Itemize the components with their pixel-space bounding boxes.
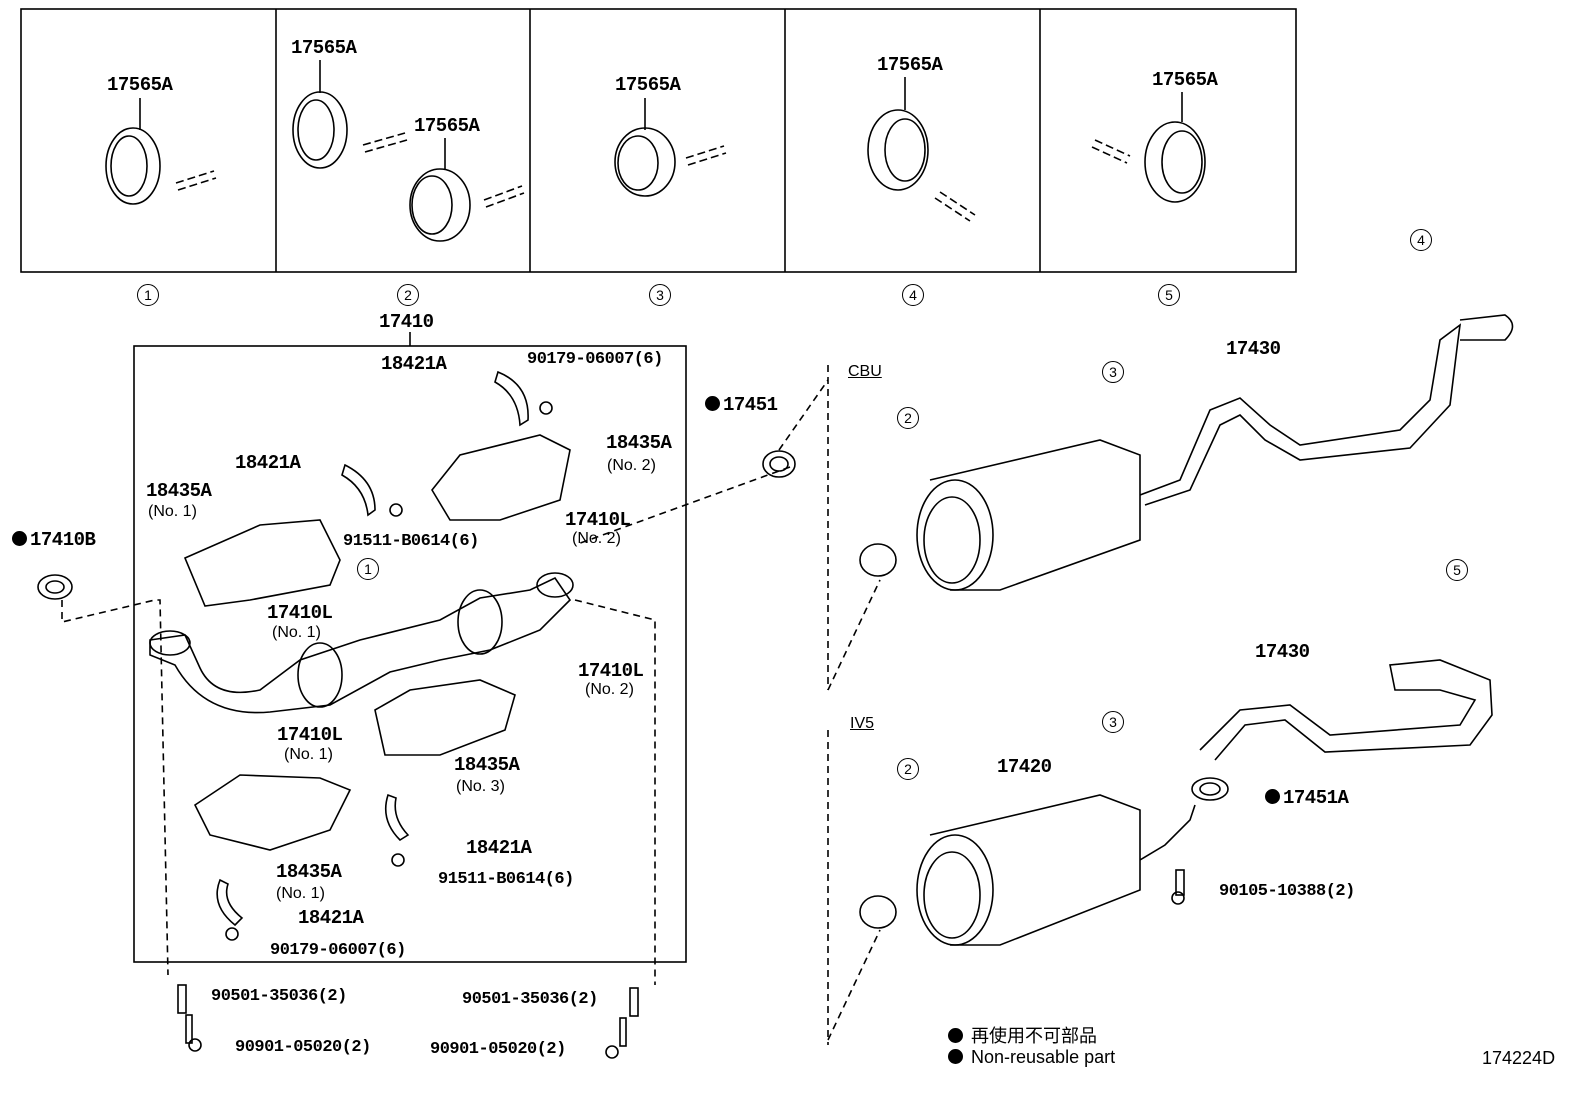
hanger-ref: 3 (1102, 711, 1124, 733)
part-number-label: 90179-06007(6) (527, 350, 663, 369)
variant-label-iv5: IV5 (850, 715, 875, 732)
part-number: 17410B (30, 529, 96, 551)
part-sub-label: (No. 1) (272, 624, 321, 641)
non-reusable-dot-icon (705, 396, 720, 411)
non-reusable-dot-icon (1265, 789, 1280, 804)
hanger-ref: 1 (357, 558, 379, 580)
part-number-label: 17410L (578, 660, 644, 682)
part-number-label: 18421A (381, 353, 447, 375)
part-number-label: 18421A (466, 837, 532, 859)
part-number-label: 17410L (565, 509, 631, 531)
part-number-label: 91511-B0614(6) (343, 532, 479, 551)
muffler-icon (859, 439, 1141, 946)
part-number-label: 91511-B0614(6) (438, 870, 574, 889)
panel-index-1: 1 (137, 284, 159, 306)
hanger-ref: 3 (1102, 361, 1124, 383)
part-sub-label: (No. 1) (284, 746, 333, 763)
part-number-label: 18435A (276, 861, 342, 883)
part-number-label: 90901-05020(2) (235, 1038, 371, 1057)
part-number-label: 17410L (267, 602, 333, 624)
part-number-label: 17565A (615, 74, 681, 96)
part-number-label-nonreusable: 17451 (705, 395, 778, 415)
part-number-label: 18435A (146, 480, 212, 502)
part-number-label: 90105-10388(2) (1219, 882, 1355, 901)
hanger-ref: 5 (1446, 559, 1468, 581)
part-number-label: 18435A (606, 432, 672, 454)
part-number-label: 17565A (107, 74, 173, 96)
part-number-label: 17565A (414, 115, 480, 137)
legend-item-jp: 再使用不可部品 (948, 1022, 1097, 1048)
hanger-ref: 2 (897, 407, 919, 429)
part-number: 17451 (723, 394, 778, 416)
leader-dashes (61, 365, 881, 1045)
part-number-label: 18435A (454, 754, 520, 776)
part-sub-label: (No. 2) (607, 457, 656, 474)
variant-label-cbu: CBU (848, 363, 882, 380)
part-sub-label: (No. 3) (456, 778, 505, 795)
hanger-ref: 2 (897, 758, 919, 780)
non-reusable-dot-icon (948, 1028, 963, 1043)
non-reusable-dot-icon (12, 531, 27, 546)
part-number-label: 17565A (877, 54, 943, 76)
part-sub-label: (No. 2) (572, 530, 621, 547)
part-number-label: 17420 (997, 756, 1052, 778)
heat-shield-icon (183, 434, 571, 851)
part-number-label: 90501-35036(2) (462, 990, 598, 1009)
part-number-label-nonreusable: 17410B (12, 529, 96, 551)
part-number-label: 18421A (298, 907, 364, 929)
part-sub-label: (No. 1) (276, 885, 325, 902)
panel-index-4: 4 (902, 284, 924, 306)
part-number-label: 18421A (235, 452, 301, 474)
part-sub-label: (No. 2) (585, 681, 634, 698)
panel-index-2: 2 (397, 284, 419, 306)
part-sub-label: (No. 1) (148, 503, 197, 520)
front-pipe-assembly-box (133, 345, 687, 963)
front-pipe-icon (149, 572, 574, 714)
diagram-code: 174224D (1482, 1048, 1556, 1068)
assembly-title: 17410 (379, 311, 434, 333)
legend-text: 再使用不可部品 (971, 1026, 1098, 1046)
rubber-hanger-icon (105, 60, 1206, 242)
non-reusable-dot-icon (948, 1049, 963, 1064)
legend-item-en: Non-reusable part (948, 1047, 1115, 1068)
part-number-label: 17430 (1226, 338, 1281, 360)
hanger-panels-frame (20, 8, 1297, 273)
part-number-label: 90901-05020(2) (430, 1040, 566, 1059)
hanger-ref: 4 (1410, 229, 1432, 251)
gasket-icon (37, 450, 1229, 801)
part-number-label: 90501-35036(2) (211, 987, 347, 1006)
part-number-label: 90179-06007(6) (270, 941, 406, 960)
part-number-label: 17565A (1152, 69, 1218, 91)
panel-index-3: 3 (649, 284, 671, 306)
part-number-label: 17430 (1255, 641, 1310, 663)
part-number-label: 17410L (277, 724, 343, 746)
part-number-label-nonreusable: 17451A (1265, 787, 1349, 809)
tailpipe-icon (1139, 314, 1514, 861)
legend-text: Non-reusable part (971, 1047, 1116, 1067)
part-number: 17451A (1283, 787, 1349, 809)
panel-index-5: 5 (1158, 284, 1180, 306)
bracket-icon (216, 370, 529, 927)
fastener-icon (177, 401, 1185, 1059)
part-number-label: 17565A (291, 37, 357, 59)
